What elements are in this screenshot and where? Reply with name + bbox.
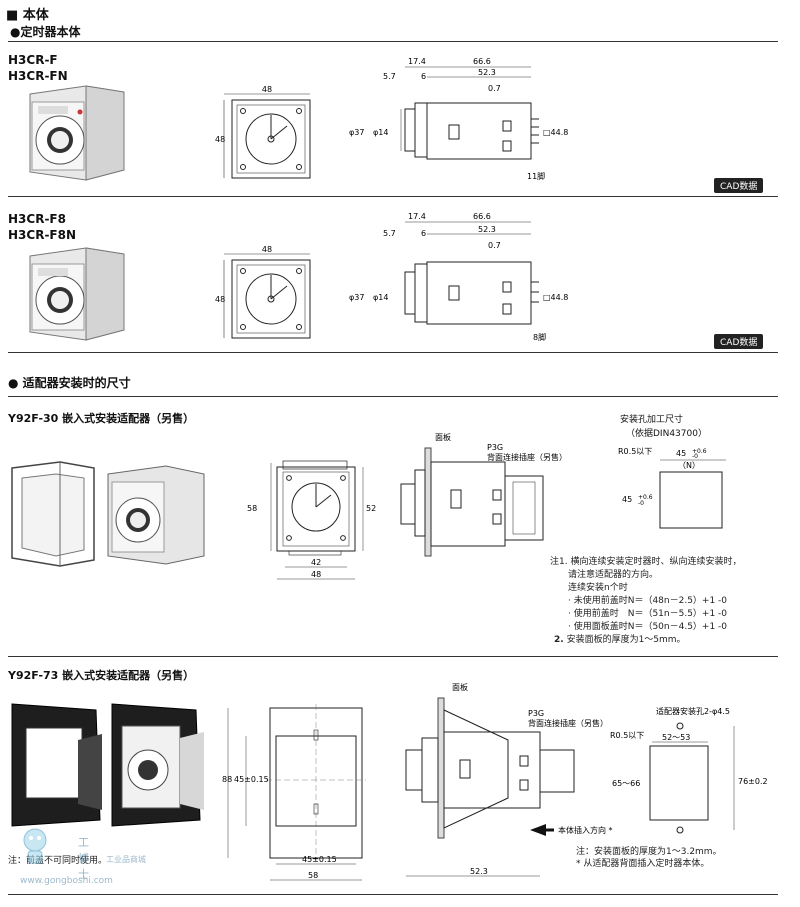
svg-text:52.3: 52.3 xyxy=(478,225,496,234)
y92f30-notes: 注1. 横向连续安装定时器时、纵向连续安装时， 请注意适配器的方向。 连续安装n… xyxy=(550,557,742,645)
model-name-1b: H3CR-FN xyxy=(8,69,68,83)
cutout-title: 安装孔加工尺寸 xyxy=(620,415,684,425)
cad-button-2[interactable]: CAD数据 xyxy=(714,334,764,349)
y92f73-frame-photo xyxy=(11,703,102,827)
svg-text:58: 58 xyxy=(247,504,257,513)
y92f30-title: Y92F-30 嵌入式安装适配器（另售） xyxy=(8,412,195,425)
svg-text:适配器安装孔2-φ4.5: 适配器安装孔2-φ4.5 xyxy=(656,706,730,716)
timer-photo-2 xyxy=(29,247,125,341)
svg-text:+0.6: +0.6 xyxy=(692,448,707,455)
y92f73-note2: * 从适配器背面插入定时器本体。 xyxy=(576,859,710,869)
svg-text:5.7: 5.7 xyxy=(383,72,396,81)
y92f30-front-view: 58 52 42 48 xyxy=(247,460,376,580)
svg-text:面板: 面板 xyxy=(452,682,468,692)
svg-text:45±0.15: 45±0.15 xyxy=(302,855,337,864)
watermark-brand: 工博士 xyxy=(78,836,89,881)
svg-text:0.7: 0.7 xyxy=(488,241,501,250)
svg-text:R0.5以下: R0.5以下 xyxy=(618,447,652,456)
svg-text:φ37: φ37 xyxy=(349,293,364,302)
svg-text:65～66: 65～66 xyxy=(612,779,640,788)
watermark-site: www.gongboshi.com xyxy=(20,876,113,886)
svg-text:□44.8: □44.8 xyxy=(543,128,568,137)
svg-text:45: 45 xyxy=(676,449,686,458)
front-height-label: 48 xyxy=(215,135,225,144)
svg-text:48: 48 xyxy=(215,295,225,304)
cutout-subtitle: （依据DIN43700） xyxy=(626,429,707,439)
svg-text:R0.5以下: R0.5以下 xyxy=(610,731,644,740)
watermark: 工博士 工业品商城 www.gongboshi.com xyxy=(20,826,146,886)
svg-text:42: 42 xyxy=(311,558,321,567)
svg-text:11脚: 11脚 xyxy=(527,171,545,181)
y92f73-timer-photo xyxy=(111,703,204,827)
svg-text:φ14: φ14 xyxy=(373,293,388,302)
model-name-1a: H3CR-F xyxy=(8,53,58,67)
svg-text:52: 52 xyxy=(366,504,376,513)
svg-text:88: 88 xyxy=(222,775,232,784)
svg-text:48: 48 xyxy=(311,570,321,579)
svg-text:45: 45 xyxy=(622,495,632,504)
svg-text:□44.8: □44.8 xyxy=(543,293,568,302)
subsection-title: ●定时器本体 xyxy=(10,25,81,39)
adapter-frame-photo xyxy=(11,461,95,567)
svg-text:8脚: 8脚 xyxy=(533,332,546,342)
y92f30-cutout: R0.5以下 45 +0.6 -0 （N） 45 +0.6 -0 xyxy=(618,447,726,529)
svg-text:45±0.15: 45±0.15 xyxy=(234,775,269,784)
svg-text:本体插入方向 *: 本体插入方向 * xyxy=(558,825,613,835)
timer-photo-1 xyxy=(29,85,125,181)
svg-text:P3G: P3G xyxy=(487,443,503,452)
y92f73-side-view: 面板 P3G 背面连接插座（另售） 52.3 本体插入方向 * xyxy=(405,682,613,877)
svg-text:58: 58 xyxy=(308,871,318,880)
svg-text:背面连接插座（另售）: 背面连接插座（另售） xyxy=(528,718,608,728)
mascot-icon xyxy=(23,828,47,864)
svg-text:48: 48 xyxy=(262,245,272,254)
svg-text:P3G: P3G xyxy=(528,709,544,718)
front-width-label: 48 xyxy=(262,85,272,94)
svg-text:0.7: 0.7 xyxy=(488,84,501,93)
watermark-sub: 工业品商城 xyxy=(106,855,146,864)
section-title: ■ 本体 xyxy=(6,8,49,23)
svg-text:76±0.2: 76±0.2 xyxy=(738,777,768,786)
svg-text:背面连接插座（另售）: 背面连接插座（另售） xyxy=(487,452,565,462)
svg-text:66.6: 66.6 xyxy=(473,57,491,66)
timer-adapter-photo xyxy=(107,465,205,565)
front-view-1: 48 48 xyxy=(215,85,311,179)
front-view-2: 48 48 xyxy=(215,245,311,339)
adapter-section-title: ● 适配器安装时的尺寸 xyxy=(8,376,131,390)
svg-text:+0.6: +0.6 xyxy=(638,494,653,501)
svg-text:-0: -0 xyxy=(692,453,698,460)
y92f73-front-view: 88 45±0.15 45±0.15 58 xyxy=(222,704,366,881)
y92f73-cutout: 适配器安装孔2-φ4.5 R0.5以下 52～53 65～66 76±0.2 xyxy=(610,706,768,834)
svg-text:6: 6 xyxy=(421,72,426,81)
svg-text:52～53: 52～53 xyxy=(662,733,690,742)
y92f73-note-left: 注：前盖不可同时使用。 xyxy=(8,856,108,866)
svg-text:φ14: φ14 xyxy=(373,128,388,137)
svg-text:17.4: 17.4 xyxy=(408,212,426,221)
svg-text:52.3: 52.3 xyxy=(478,68,496,77)
svg-text:面板: 面板 xyxy=(435,432,451,442)
y92f30-side-view: 面板 P3G 背面连接插座（另售） xyxy=(400,432,565,557)
svg-text:（N）: （N） xyxy=(678,461,700,470)
svg-text:φ37: φ37 xyxy=(349,128,364,137)
y92f73-note1: 注：安装面板的厚度为1～3.2mm。 xyxy=(576,847,722,857)
svg-text:17.4: 17.4 xyxy=(408,57,426,66)
y92f73-title: Y92F-73 嵌入式安装适配器（另售） xyxy=(8,669,195,682)
svg-text:66.6: 66.6 xyxy=(473,212,491,221)
model-name-2b: H3CR-F8N xyxy=(8,228,77,242)
side-view-1: 17.4 66.6 5.7 6 52.3 0.7 φ37 φ14 □44.8 1… xyxy=(349,57,568,181)
side-view-2: 17.4 66.6 5.7 6 52.3 0.7 φ37 φ14 □44.8 8… xyxy=(349,212,568,342)
svg-text:52.3: 52.3 xyxy=(470,867,488,876)
cad-button-1[interactable]: CAD数据 xyxy=(714,178,764,193)
svg-text:6: 6 xyxy=(421,229,426,238)
svg-text:-0: -0 xyxy=(638,500,644,507)
svg-text:5.7: 5.7 xyxy=(383,229,396,238)
model-name-2a: H3CR-F8 xyxy=(8,212,66,226)
